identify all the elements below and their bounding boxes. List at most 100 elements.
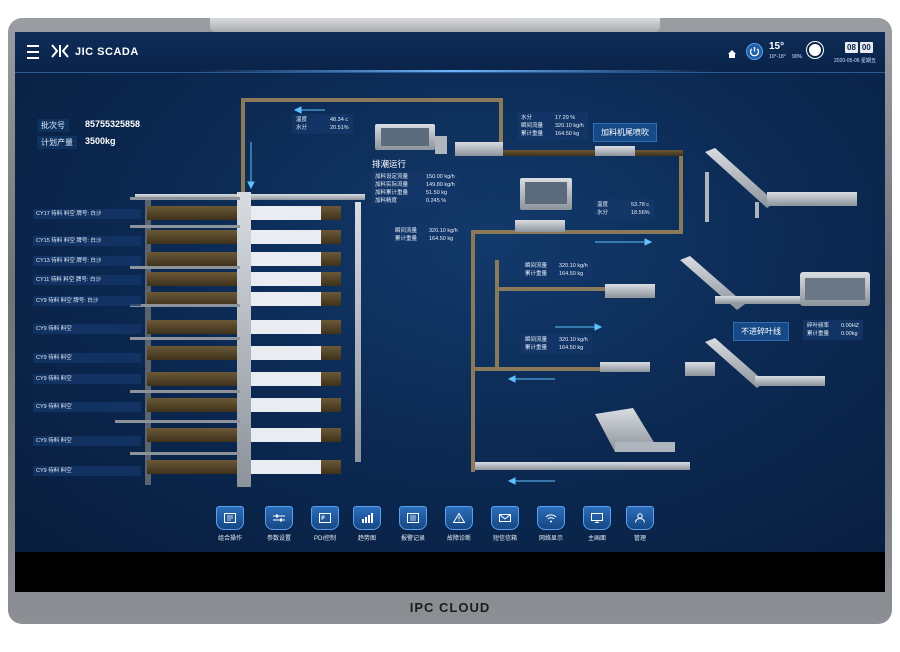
nav-label: 短信信箱 xyxy=(492,536,517,542)
readout-key: 累计重量 xyxy=(525,345,548,351)
incline-conveyor-3 xyxy=(600,338,825,388)
readout-value: 320.10 kg/h xyxy=(555,123,584,129)
nav-label: 主画面 xyxy=(587,536,606,542)
readout-value: 53.78 c xyxy=(631,202,650,208)
menu-icon[interactable] xyxy=(27,45,39,59)
sliders-icon xyxy=(265,506,293,530)
clock-hour: 08 xyxy=(845,42,858,53)
clock-minute: 00 xyxy=(859,42,873,53)
readout-value: 18.56% xyxy=(631,210,650,216)
readout-value: 48.34 c xyxy=(330,117,349,123)
readout-key: 累计重量 xyxy=(807,331,830,337)
bin-label[interactable]: CY9 待料 料空 xyxy=(33,374,141,384)
home-icon[interactable] xyxy=(727,46,737,58)
bin-right-column xyxy=(355,202,361,462)
bin-label[interactable]: CY9 待料 料空 xyxy=(33,353,141,363)
cutter-machine xyxy=(595,408,675,452)
feeder-machine xyxy=(455,142,683,156)
pipe-vertical-left xyxy=(241,98,245,193)
feeder-tail-blow-tag[interactable]: 加料机尾喷吹 xyxy=(593,123,657,142)
incline-conveyor-2 xyxy=(605,256,870,310)
pipe-vertical-mid xyxy=(471,230,475,472)
readout-value: 0.00kg xyxy=(841,331,858,337)
nav-admin[interactable]: 管理 xyxy=(625,506,655,542)
warning-icon xyxy=(445,506,473,530)
flow-arrows xyxy=(247,106,653,485)
readout-key: 加料累计重量 xyxy=(375,190,409,196)
bin-label[interactable]: CY15 待料 料空 牌号: 白沙 xyxy=(33,236,141,246)
pipe-mid-top xyxy=(471,230,681,234)
nav-trend-chart[interactable]: 趋势图 xyxy=(352,506,382,542)
readout-key: 瞬间流量 xyxy=(521,123,544,129)
nav-alarm-records[interactable]: 报警记录 xyxy=(398,506,428,542)
pdi-icon xyxy=(311,506,339,530)
bin-label[interactable]: CY17 待料 料空 牌号: 白沙 xyxy=(33,209,141,219)
bin-label[interactable]: CY9 待料 料空 xyxy=(33,324,141,334)
bin-label[interactable]: CY11 待料 料空 牌号: 白沙 xyxy=(33,275,141,285)
readout-value: 320.10 kg/h xyxy=(559,337,588,343)
bin-label[interactable]: CY9 待料 料空 xyxy=(33,466,141,476)
readout-value: 150.00 kg/h xyxy=(426,174,455,180)
bin-label[interactable]: CY9 待料 料空 xyxy=(33,402,141,412)
brand-title: JIC SCADA xyxy=(75,46,139,58)
dryer-machine xyxy=(375,124,447,154)
readout-value: 51.50 kg xyxy=(426,190,448,196)
sun-icon xyxy=(809,44,821,56)
readout-key: 累计重量 xyxy=(525,271,548,277)
admin-icon xyxy=(626,506,654,530)
scada-app: JIC SCADA 15° 10°-18° 90% 08 00 2020-05-… xyxy=(15,32,885,552)
temperature: 15° xyxy=(769,41,785,52)
log-icon xyxy=(399,506,427,530)
humidity: 90% xyxy=(792,54,803,60)
pipe-line2 xyxy=(495,287,605,291)
storage-bins xyxy=(147,206,341,474)
nav-label: PDI控制 xyxy=(313,536,336,542)
readout-key: 水分 xyxy=(597,210,609,216)
temperature-range: 10°-18° xyxy=(769,54,786,60)
nav-label: 网络显示 xyxy=(538,536,563,542)
readout-value: 149.80 kg/h xyxy=(426,182,455,188)
list-icon xyxy=(216,506,244,530)
nav-main-screen[interactable]: 主画面 xyxy=(582,506,612,542)
bin-left-column xyxy=(145,200,151,485)
nav-label: 组合操作 xyxy=(217,536,242,542)
batch-value: 85755325858 xyxy=(85,119,141,129)
readout-key: 水分 xyxy=(521,115,533,121)
readout-value: 320.10 kg/h xyxy=(559,263,588,269)
nav-combo-operation[interactable]: 组合操作 xyxy=(215,506,245,542)
nav-label: 管理 xyxy=(633,536,646,542)
readout-key: 累计重量 xyxy=(395,236,418,242)
readout-key: 累计重量 xyxy=(521,131,544,137)
readout-value: 164.50 kg xyxy=(559,345,584,351)
mail-icon xyxy=(491,506,519,530)
readout-key: 加料实际流量 xyxy=(375,182,409,188)
bin-label[interactable]: CY9 待料 料空 牌号: 白沙 xyxy=(33,296,141,306)
monitor-icon xyxy=(583,506,611,530)
bin-label[interactable]: CY13 待料 料空 牌号: 白沙 xyxy=(33,256,141,266)
screen: JIC SCADA 15° 10°-18° 90% 08 00 2020-05-… xyxy=(15,32,885,592)
nav-sms-mailbox[interactable]: 短信信箱 xyxy=(490,506,520,542)
bottom-conveyor xyxy=(475,462,690,470)
power-icon[interactable] xyxy=(746,43,763,60)
no-broken-leaf-line-tag[interactable]: 不进碎叶线 xyxy=(733,322,789,341)
nav-fault-diagnosis[interactable]: 故障诊断 xyxy=(444,506,474,542)
footer-brand: IPC CLOUD xyxy=(409,600,491,615)
readout-value: 20.51% xyxy=(330,125,349,131)
readout-value: 0.245 % xyxy=(426,198,447,204)
pipe-right-vertical xyxy=(679,152,683,234)
nav-label: 参数设置 xyxy=(266,536,291,542)
bin-label[interactable]: CY9 待料 料空 xyxy=(33,436,141,446)
nav-parameter-settings[interactable]: 参数设置 xyxy=(264,506,294,542)
readout-value: 17.29 % xyxy=(555,115,576,121)
nav-pdi-control[interactable]: PDI控制 xyxy=(310,506,340,542)
bin-center-column xyxy=(237,192,251,487)
nav-label: 趋势图 xyxy=(357,536,376,542)
pipe-line3 xyxy=(471,367,601,371)
nav-network-display[interactable]: 网络显示 xyxy=(536,506,566,542)
pipe-top-right xyxy=(499,98,503,148)
